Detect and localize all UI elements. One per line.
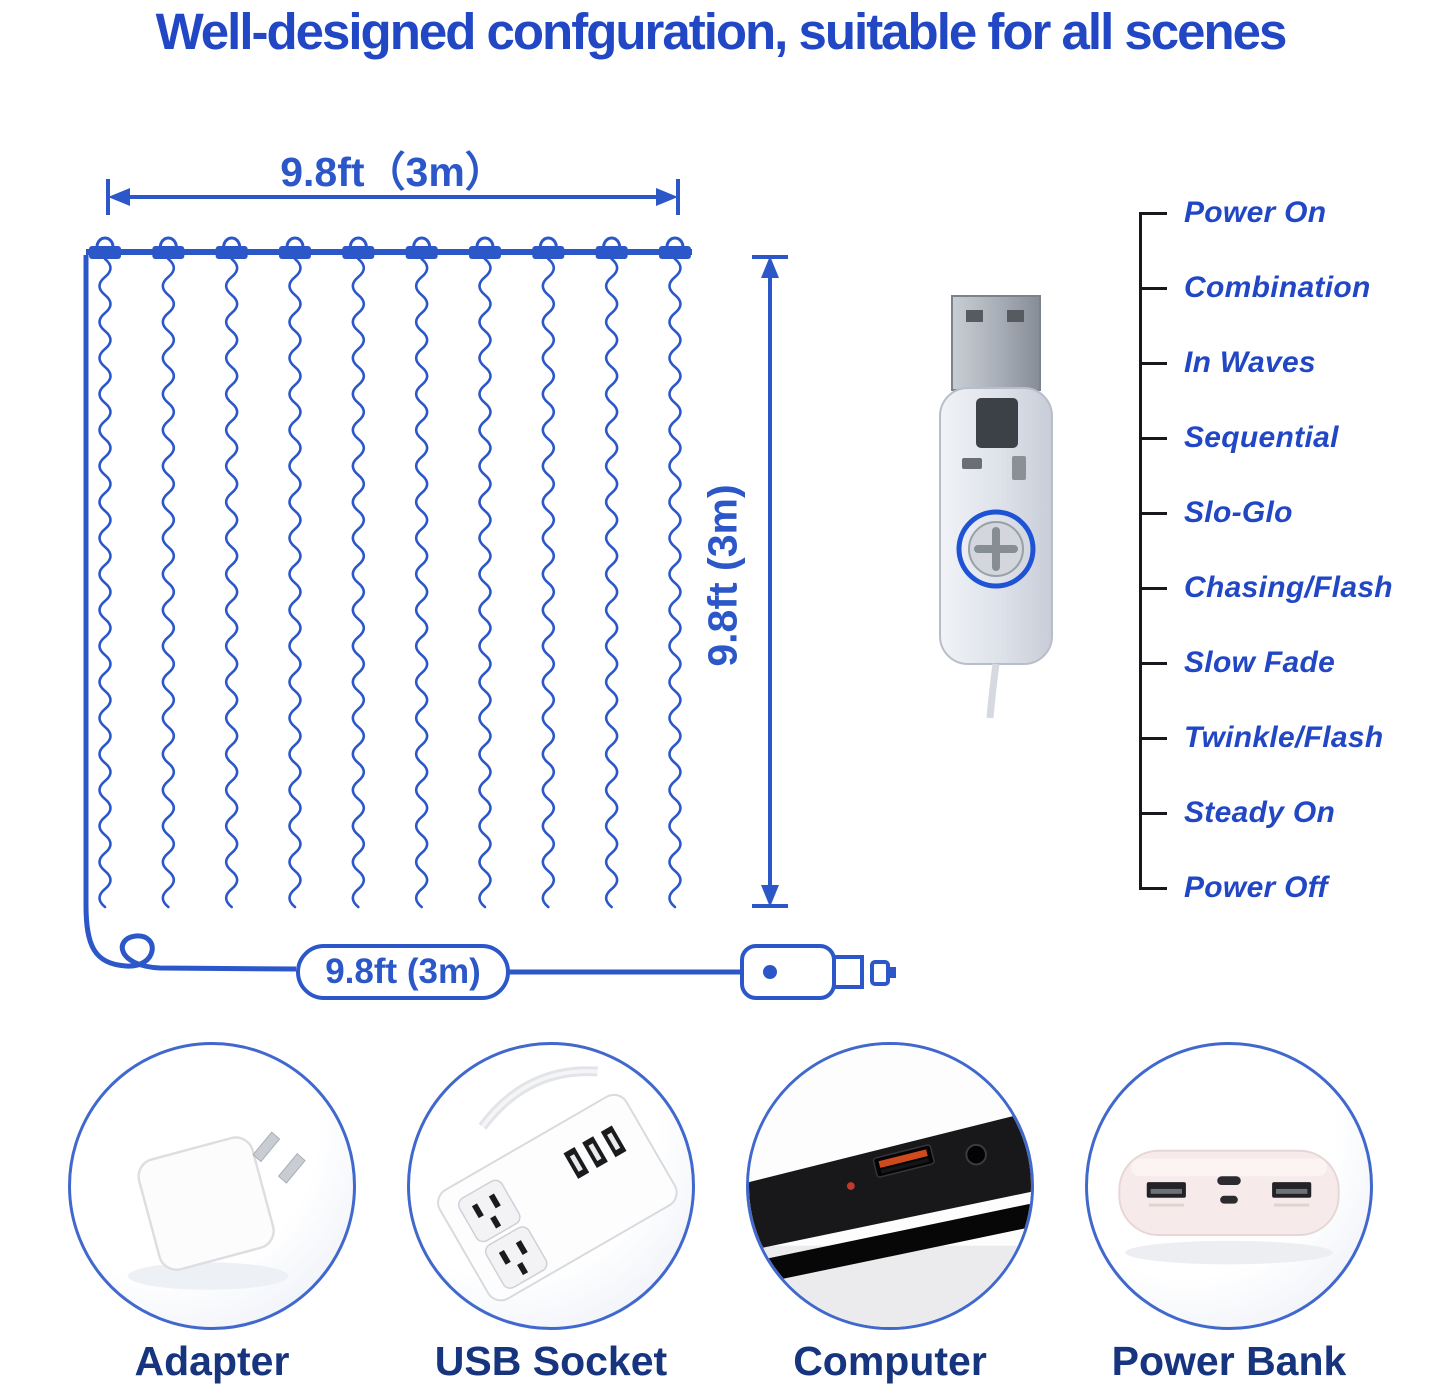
adapter-image — [68, 1042, 356, 1330]
power-strip-icon — [437, 1066, 678, 1302]
power-options-row: Adapter — [0, 1042, 1441, 1384]
power-bank-image — [1085, 1042, 1373, 1330]
mode-label: Twinkle/Flash — [1184, 721, 1384, 754]
mode-label: In Waves — [1184, 346, 1316, 379]
mode-tick — [1139, 286, 1167, 290]
mode-item: Slow Fade — [1139, 645, 1335, 681]
page-title: Well-designed confguration, suitable for… — [155, 3, 1288, 60]
mode-tick — [1139, 811, 1167, 815]
mode-item: Steady On — [1139, 795, 1335, 831]
width-dimension-label: 9.8ft（3m） — [280, 149, 506, 195]
controller-chip — [976, 398, 1018, 448]
mode-label: Steady On — [1184, 796, 1336, 829]
mode-item: In Waves — [1139, 345, 1316, 381]
mode-item: Power On — [1139, 195, 1326, 231]
adapter-plug-icon — [127, 1131, 306, 1290]
power-option-power-bank: Power Bank — [1069, 1042, 1389, 1384]
mode-item: Sequential — [1139, 420, 1339, 456]
mode-button-highlight — [956, 509, 1036, 589]
power-option-adapter: Adapter — [52, 1042, 372, 1384]
mode-label: Slow Fade — [1184, 646, 1336, 679]
mode-tick — [1139, 886, 1167, 890]
usb-contact-slot — [1007, 310, 1024, 322]
mode-tick — [1139, 736, 1167, 740]
lead-cable — [83, 255, 896, 1000]
mode-tick — [1139, 436, 1167, 440]
usb-socket-image — [407, 1042, 695, 1330]
usb-plug-icon — [740, 944, 896, 1000]
width-dimension-arrow — [106, 179, 680, 215]
power-option-usb-socket: USB Socket — [391, 1042, 711, 1384]
mode-tick — [1139, 511, 1167, 515]
mode-label: Chasing/Flash — [1184, 571, 1393, 604]
computer-image — [746, 1042, 1034, 1330]
height-dimension-arrow — [752, 255, 788, 908]
mode-tick — [1139, 586, 1167, 590]
mode-label: Power Off — [1184, 871, 1328, 904]
mode-item: Chasing/Flash — [1139, 570, 1393, 606]
mode-label: Combination — [1184, 271, 1371, 304]
power-bank-icon — [1118, 1149, 1340, 1265]
laptop-port-icon — [749, 1045, 1031, 1327]
mode-label: Power On — [1184, 196, 1327, 229]
power-option-label: USB Socket — [434, 1338, 668, 1384]
mode-label: Slo-Glo — [1184, 496, 1293, 529]
usb-controller-image — [939, 295, 1053, 719]
mode-tick — [1139, 361, 1167, 365]
light-strands — [89, 236, 691, 909]
power-option-label: Computer — [793, 1338, 987, 1384]
power-option-label: Power Bank — [1111, 1338, 1347, 1384]
mode-tick — [1139, 211, 1167, 215]
mode-tick — [1139, 661, 1167, 665]
mode-item: Power Off — [1139, 870, 1328, 906]
cable-length-label: 9.8ft (3m) — [325, 952, 481, 991]
mode-item: Combination — [1139, 270, 1371, 306]
power-option-label: Adapter — [134, 1338, 290, 1384]
mode-list-leader-line — [1139, 212, 1142, 889]
mode-item: Twinkle/Flash — [1139, 720, 1384, 756]
power-option-computer: Computer — [730, 1042, 1050, 1384]
mode-item: Slo-Glo — [1139, 495, 1293, 531]
usb-contact-slot — [966, 310, 983, 322]
mode-label: Sequential — [1184, 421, 1339, 454]
